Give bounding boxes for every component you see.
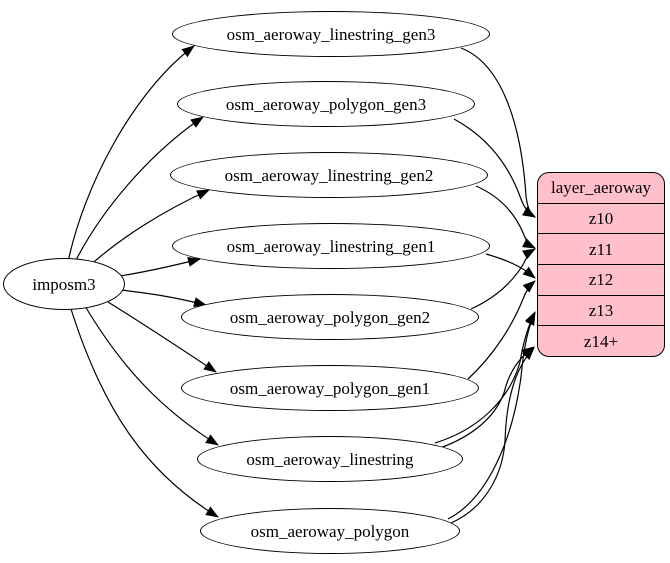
table-node-label: osm_aeroway_polygon_gen1 <box>229 378 431 398</box>
edge-linestring-gen1-to-z12 <box>485 253 536 279</box>
edge-imposm3-to-polygon-gen2 <box>120 289 207 307</box>
edge-imposm3-to-polygon-gen1 <box>107 301 217 373</box>
layer-title: layer_aeroway <box>550 178 652 198</box>
table-node-osm-aeroway-linestring-gen2: osm_aeroway_linestring_gen2 <box>170 152 488 198</box>
table-node-osm-aeroway-linestring-gen1: osm_aeroway_linestring_gen1 <box>172 223 490 269</box>
table-node-label: osm_aeroway_polygon_gen2 <box>229 307 431 327</box>
edge-polygon-gen2-to-z11 <box>470 248 536 310</box>
source-node-label: imposm3 <box>32 274 96 294</box>
edge-linestring-to-z14 <box>439 346 535 449</box>
source-node-imposm3: imposm3 <box>3 258 125 310</box>
edge-polygon-gen3-to-z10 <box>453 118 536 218</box>
zoom-row-z10: z10 <box>538 202 664 234</box>
layer-aeroway-node: layer_aeroway z10 z11 z12 z13 z14+ <box>537 172 665 357</box>
zoom-row-z13: z13 <box>538 294 664 326</box>
zoom-row-label: z12 <box>588 270 614 290</box>
table-node-osm-aeroway-polygon-gen2: osm_aeroway_polygon_gen2 <box>181 294 479 340</box>
edge-linestring-gen2-to-z11 <box>475 185 536 249</box>
edge-imposm3-to-linestring-gen1 <box>119 257 201 277</box>
table-node-label: osm_aeroway_linestring_gen2 <box>224 165 434 185</box>
table-node-osm-aeroway-polygon-gen3: osm_aeroway_polygon_gen3 <box>177 81 475 127</box>
edge-imposm3-to-polygon-gen3 <box>73 116 204 265</box>
table-node-label: osm_aeroway_linestring_gen3 <box>226 24 436 44</box>
table-node-osm-aeroway-polygon: osm_aeroway_polygon <box>200 508 460 554</box>
edge-linestring-gen3-to-z10 <box>460 47 536 218</box>
table-node-label: osm_aeroway_linestring_gen1 <box>226 236 436 256</box>
edge-polygon-gen1-to-z12 <box>467 280 536 380</box>
zoom-row-label: z11 <box>589 239 613 259</box>
zoom-row-z12: z12 <box>538 264 664 295</box>
edge-imposm3-to-polygon <box>70 308 219 518</box>
edge-polygon-to-z13 <box>447 312 536 520</box>
table-node-label: osm_aeroway_polygon_gen3 <box>225 94 427 114</box>
layer-title-row: layer_aeroway <box>538 173 664 203</box>
edge-imposm3-to-linestring <box>84 305 219 446</box>
zoom-row-label: z13 <box>588 301 614 321</box>
zoom-row-label: z14+ <box>583 331 619 351</box>
edge-imposm3-to-linestring-gen2 <box>86 189 210 269</box>
edge-linestring-to-z13 <box>434 311 536 444</box>
table-node-label: osm_aeroway_polygon <box>250 521 410 541</box>
table-node-osm-aeroway-linestring: osm_aeroway_linestring <box>197 436 463 482</box>
zoom-row-z14: z14+ <box>538 325 664 356</box>
edge-imposm3-to-linestring-gen3 <box>67 45 195 263</box>
table-node-osm-aeroway-linestring-gen3: osm_aeroway_linestring_gen3 <box>172 11 490 57</box>
zoom-row-label: z10 <box>588 209 614 228</box>
zoom-row-z11: z11 <box>538 233 664 264</box>
edge-polygon-to-z14 <box>450 347 535 524</box>
table-node-label: osm_aeroway_linestring <box>246 449 414 469</box>
table-node-osm-aeroway-polygon-gen1: osm_aeroway_polygon_gen1 <box>181 365 479 411</box>
